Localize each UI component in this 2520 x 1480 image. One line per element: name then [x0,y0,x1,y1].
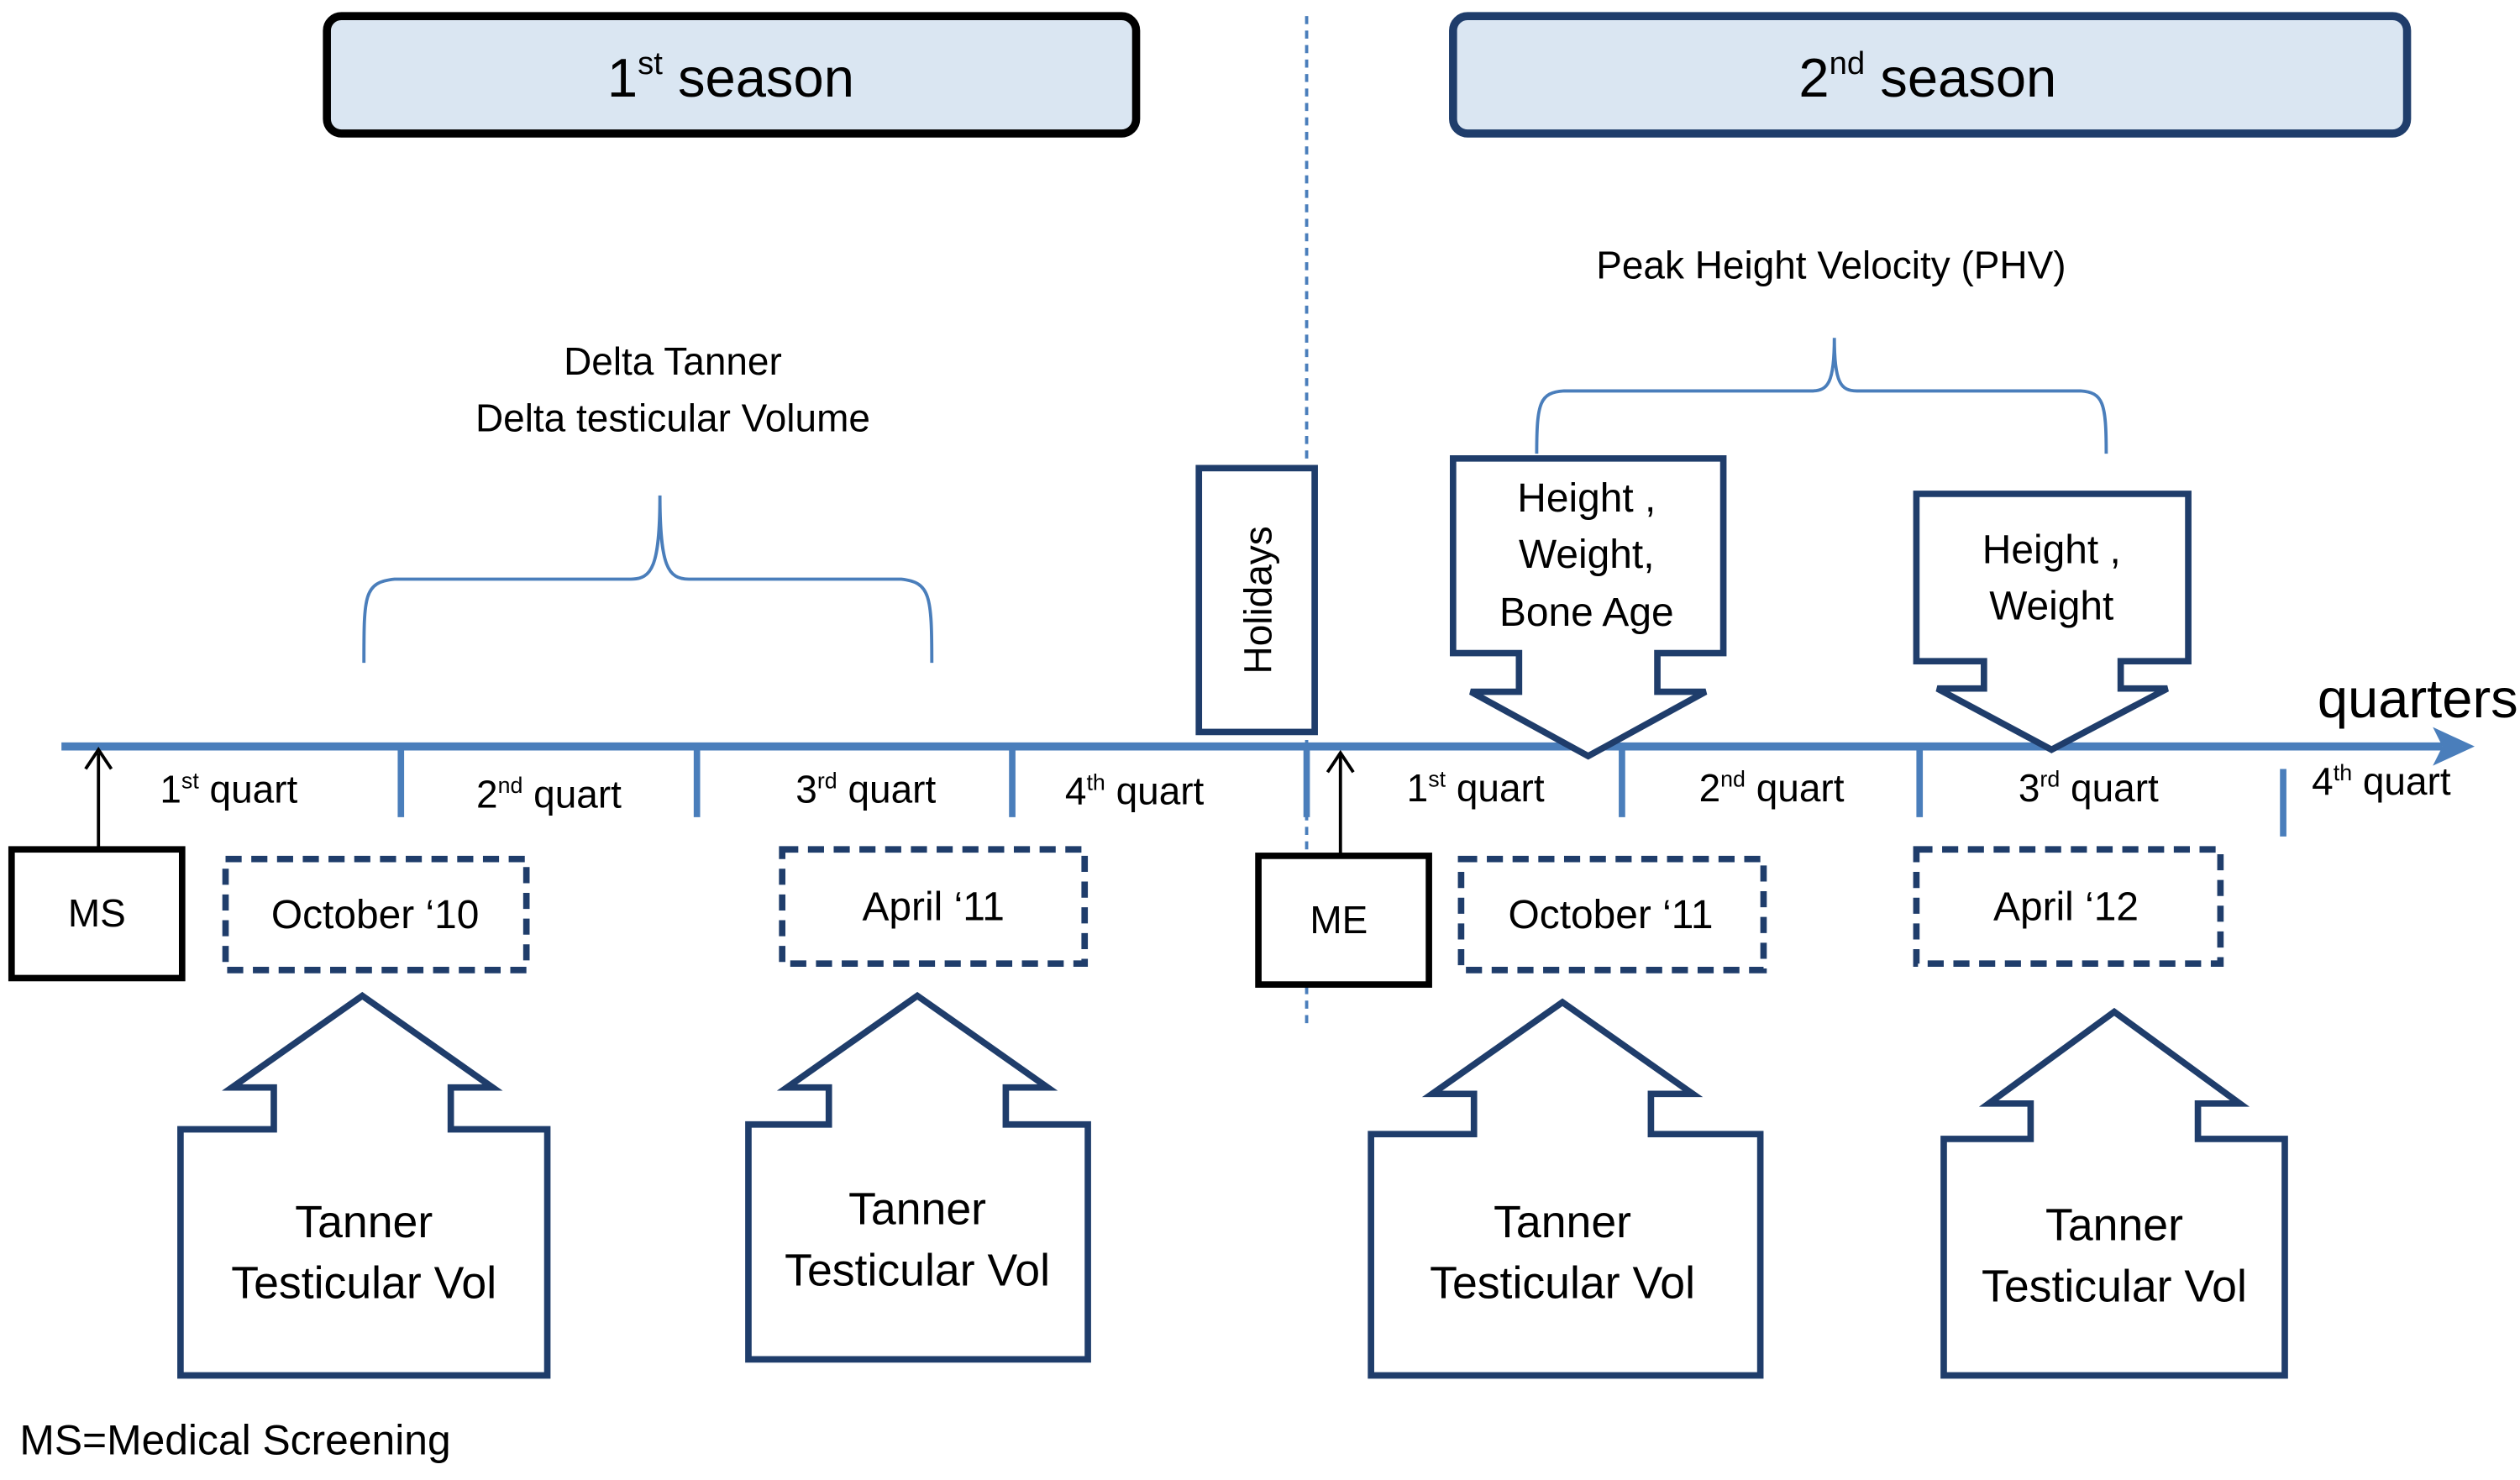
testicular-vol-label-1: Testicular Vol [231,1258,496,1309]
me-marker: ME [1255,749,1432,988]
delta-testicular-volume-label: Delta testicular Volume [475,396,870,439]
height-weight-bone-age-callout: Height , Weight, Bone Age [1449,455,1727,760]
tanner-callout-2: Tanner Testicular Vol [745,991,1091,1363]
season-1-box [323,12,1141,138]
season-1-label: 1st season [607,45,854,108]
holidays-label: Holidays [1236,526,1279,674]
season-2-label: 2nd season [1798,45,2056,108]
season-1-quarter-4-label: 4th quart [1065,769,1205,813]
ms-marker: MS [8,747,186,982]
tanner-box-1 [177,991,551,1379]
delta-brace [362,495,934,664]
bone-age-label: Bone Age [1499,590,1674,635]
holidays-box [1195,464,1318,736]
me-box-label: ME [1310,898,1368,942]
season-1-header: 1st season [323,12,1141,138]
season-2-quarter-3-label: 3rd quart [2019,766,2159,810]
height-weight-box [1913,491,2192,753]
tanner-box-2 [745,991,1091,1363]
season-2-quarter-1-label: 1st quart [1407,766,1545,810]
testicular-vol-label-3: Testicular Vol [1430,1258,1695,1309]
height-label-1: Height , [1517,476,1656,521]
season-1-quarter-2-label: 2nd quart [476,772,622,816]
quarters-axis-label: quarters [2318,668,2518,729]
tanner-label-2: Tanner [848,1183,986,1234]
quarters-axis-arrowhead [2433,727,2475,766]
ms-box [8,846,186,982]
tanner-label-4: Tanner [2045,1200,2183,1251]
me-pointer-arrowhead [1326,749,1355,774]
season-2-header: 2nd season [1449,12,2412,138]
ms-pointer-arrowhead [84,747,113,770]
date-box-october-11 [1457,855,1767,974]
tanner-box-3 [1368,998,1764,1379]
date-label-october-10: October ‘10 [271,893,479,937]
quarter-ticks [397,746,2286,837]
delta-tanner-label: Delta Tanner [564,339,782,383]
season-2-box [1449,12,2412,138]
weight-label-1: Weight, [1519,533,1654,577]
date-box-april-12 [1913,846,2224,968]
season-2-quarter-2-label: 2nd quart [1699,766,1845,810]
testicular-vol-label-2: Testicular Vol [785,1245,1050,1295]
date-label-april-11: April ‘11 [862,885,1004,930]
footnote: MS=Medical Screening [19,1416,450,1463]
ms-box-label: MS [68,891,126,935]
height-label-2: Height , [1982,527,2121,572]
weight-label-2: Weight [1989,584,2113,628]
height-weight-callout: Height , Weight [1913,491,2192,753]
tanner-label-3: Tanner [1494,1197,1631,1247]
date-boxes [222,846,2224,974]
date-box-october-10 [222,855,530,974]
tanner-label-1: Tanner [295,1197,433,1247]
tanner-box-4 [1940,1007,2288,1379]
season-1-quarter-1-label: 1st quart [160,768,297,811]
tanner-callout-1: Tanner Testicular Vol [177,991,551,1379]
date-label-october-11: October ‘11 [1509,893,1714,937]
phv-brace [1535,338,2108,454]
season-1-quarter-3-label: 3rd quart [795,768,936,811]
phv-label: Peak Height Velocity (PHV) [1596,243,2066,286]
me-box [1255,853,1432,988]
height-weight-bone-age-box [1449,455,1727,760]
tanner-callout-4: Tanner Testicular Vol [1940,1007,2288,1379]
tanner-callout-3: Tanner Testicular Vol [1368,998,1764,1379]
testicular-vol-label-4: Testicular Vol [1982,1261,2247,1311]
season-2-quarter-4-label: 4th quart [2312,759,2451,803]
date-box-april-11 [779,846,1089,968]
date-label-april-12: April ‘12 [1993,885,2139,930]
